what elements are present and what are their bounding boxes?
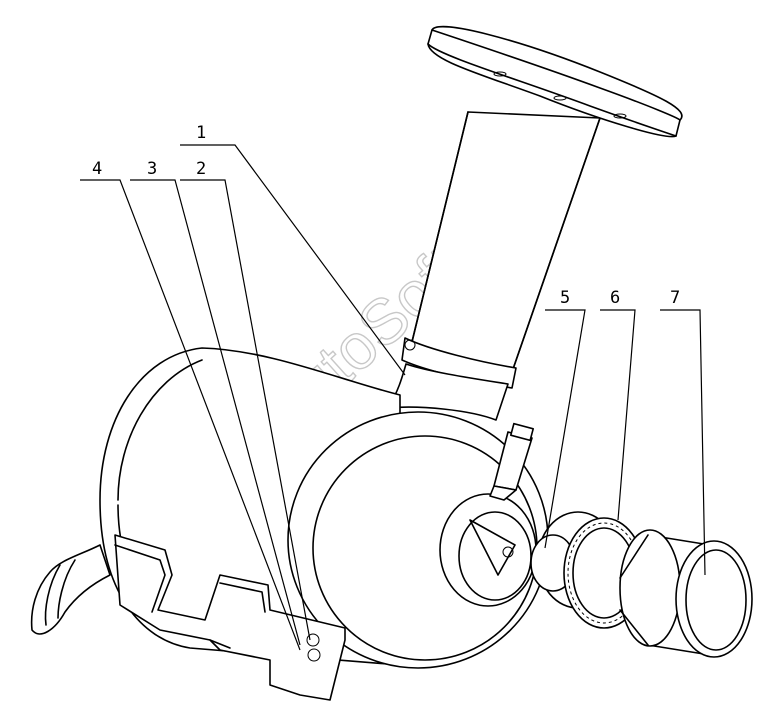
callout-1: 1 <box>196 123 206 143</box>
pressure-sensor <box>489 422 535 501</box>
intake-pipe <box>409 111 601 373</box>
leader-lines <box>80 144 706 651</box>
intake-cap <box>427 25 683 138</box>
mounting-bracket <box>114 534 346 701</box>
drain-nozzle <box>30 544 111 635</box>
callout-3: 3 <box>147 159 157 179</box>
pipe-clamp <box>401 337 517 389</box>
callout-4: 4 <box>92 159 102 179</box>
callout-6: 6 <box>610 288 620 308</box>
callout-labels: 1 2 3 4 5 6 7 <box>92 123 680 308</box>
filter-housing <box>99 347 549 669</box>
callout-7: 7 <box>670 288 680 308</box>
callout-5: 5 <box>560 288 570 308</box>
main-filter-element <box>619 529 753 658</box>
saddle-bracket <box>387 363 509 421</box>
callout-2: 2 <box>196 159 206 179</box>
